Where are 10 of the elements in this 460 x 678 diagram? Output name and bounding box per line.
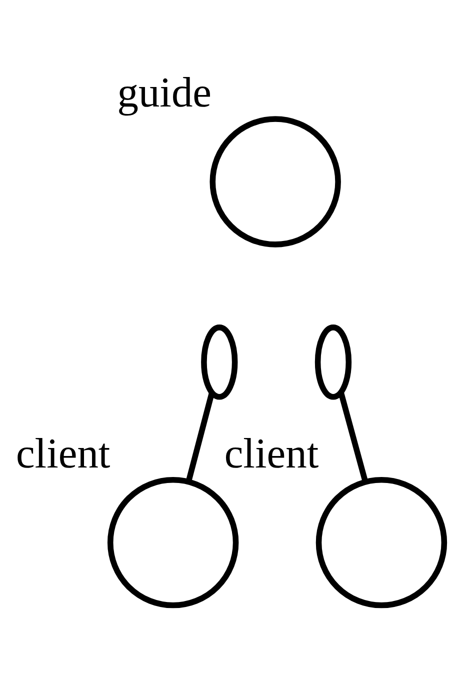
connector bbox=[186, 392, 215, 482]
node-label: guide bbox=[117, 70, 212, 117]
node-circle bbox=[107, 476, 239, 608]
node-label: client bbox=[224, 430, 319, 478]
node-ellipse bbox=[314, 324, 352, 400]
node-circle bbox=[316, 476, 448, 608]
node-label: client bbox=[16, 430, 110, 478]
node-ellipse bbox=[201, 324, 238, 400]
node-circle bbox=[210, 116, 341, 248]
connector bbox=[338, 392, 368, 482]
